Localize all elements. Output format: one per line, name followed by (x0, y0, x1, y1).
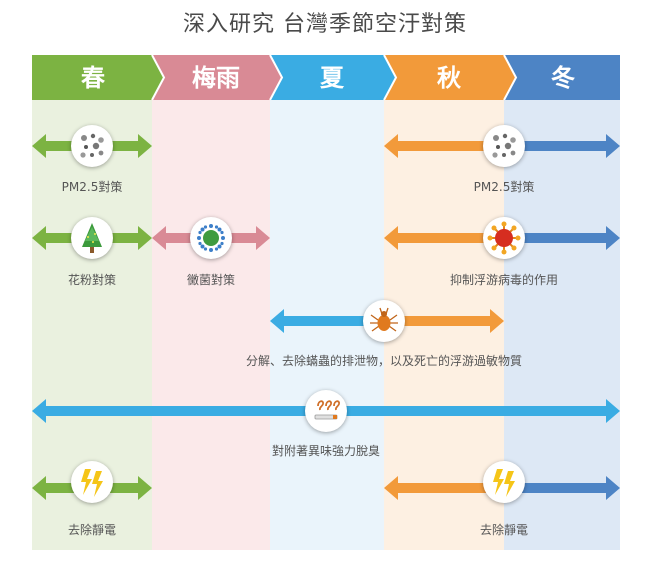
season-label-rainy: 梅雨 (192, 64, 240, 92)
caption-virus: 抑制浮游病毒的作用 (449, 273, 559, 287)
caption-static-spring: 去除靜電 (67, 523, 117, 537)
banner-rainy (152, 55, 282, 100)
banner-summer (270, 55, 396, 100)
banner-spring (32, 55, 164, 100)
pm25-particles-icon (483, 125, 525, 167)
lightning-icon (71, 461, 113, 503)
caption-mite: 分解、去除蟎蟲的排泄物，以及死亡的浮游過敏物質 (245, 354, 523, 368)
caption-odor: 對附著異味強力脫臭 (271, 444, 381, 458)
season-label-summer: 夏 (320, 64, 344, 92)
caption-pm25-spring: PM2.5對策 (61, 180, 123, 194)
caption-mold: 黴菌對策 (186, 273, 236, 287)
pm25-particles-icon (71, 125, 113, 167)
caption-pm25-autumn-winter: PM2.5對策 (473, 180, 535, 194)
smell-icon (305, 390, 347, 432)
caption-static-autumn-winter: 去除靜電 (479, 523, 529, 537)
arrow-mite-summer-autumn (270, 309, 504, 333)
virus-icon (483, 217, 525, 259)
banner-autumn (384, 55, 516, 100)
page-title: 深入研究 台灣季節空汙對策 (183, 12, 467, 37)
banner-winter (504, 55, 620, 100)
season-banner (32, 55, 620, 100)
tree-icon (71, 217, 113, 259)
arrow-static-autumn-winter (384, 476, 620, 500)
arrow-virus-autumn-winter (384, 226, 620, 250)
lightning-icon (483, 461, 525, 503)
column-bg-rainy (152, 100, 270, 550)
caption-pollen: 花粉對策 (67, 273, 117, 287)
arrow-pm25-autumn-winter (384, 134, 620, 158)
season-label-spring: 春 (81, 64, 105, 92)
season-label-winter: 冬 (551, 64, 575, 92)
season-label-autumn: 秋 (437, 64, 461, 92)
dust-mite-icon (363, 300, 405, 342)
mold-spore-icon (190, 217, 232, 259)
